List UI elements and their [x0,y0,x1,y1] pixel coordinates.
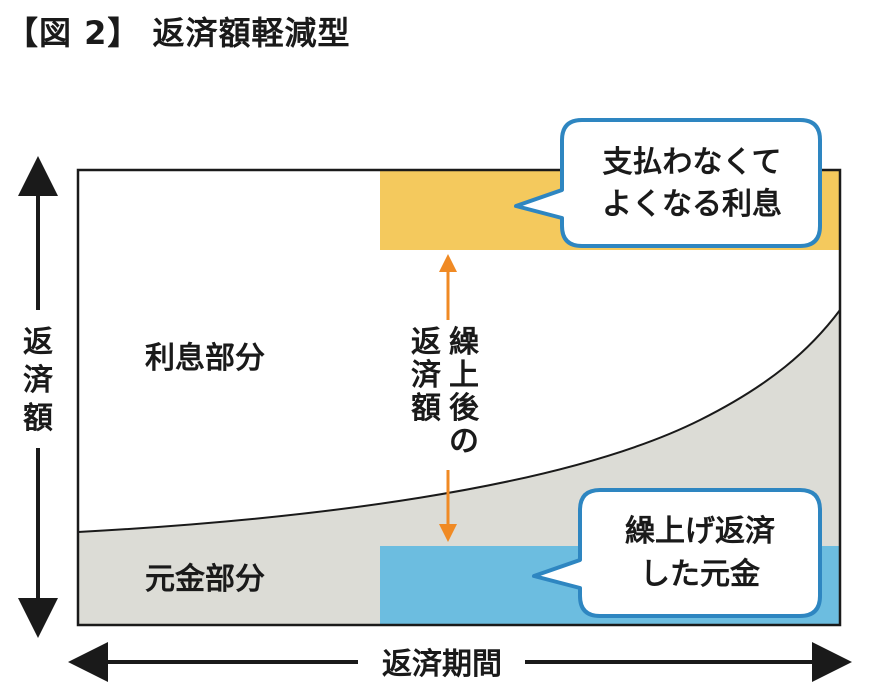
center-label-right-2: 上 [449,358,479,393]
callout-bottom-line1: 繰上げ返済 [625,514,776,549]
center-label-right-1: 繰 [449,325,480,360]
center-label-left-1: 返 [411,325,441,360]
chart-border [76,168,842,627]
center-label-left-3: 額 [411,391,441,426]
center-label-left-2: 済 [411,358,442,393]
center-label-right-3: 後 [449,391,480,426]
orange-arrowhead-up [439,254,457,272]
orange-arrowhead-down [439,524,457,542]
x-axis-label: 返済期間 [382,647,502,682]
callout-bottom-bubble [532,488,822,618]
boundary-curve [77,309,841,533]
y-axis-label-char-3: 額 [23,401,53,436]
principal-region-label: 元金部分 [145,562,265,597]
interest-region-label: 利息部分 [145,341,265,376]
callout-bottom-line2: した元金 [640,557,761,592]
callout-top-bubble [514,118,822,248]
callout-top-line1: 支払わなくて [602,145,781,180]
center-label-right-4: の [449,424,479,459]
y-axis-label-char-1: 返 [23,325,53,360]
figure-title: 【図 2】 返済額軽減型 [6,14,351,52]
y-axis-label-char-2: 済 [23,363,54,398]
callout-top-line2: よくなる利息 [602,187,782,222]
